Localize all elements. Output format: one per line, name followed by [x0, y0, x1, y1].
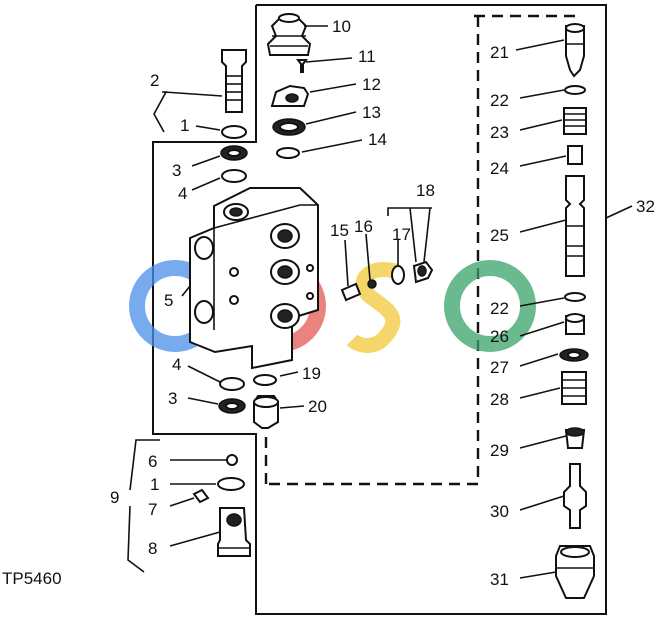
- spring-part-23: [563, 107, 587, 135]
- oring-part-22-upper: [564, 85, 586, 95]
- assembly-boundary: [152, 4, 607, 615]
- callout-16: 16: [354, 217, 373, 236]
- callout-11: 11: [358, 47, 376, 66]
- callout-5: 5: [164, 291, 173, 310]
- callout-19: 19: [302, 364, 321, 383]
- oring-part-19: [253, 374, 277, 386]
- watermark-letter-s: [346, 262, 401, 353]
- poppet-part-21: [565, 25, 585, 78]
- left-parts: [218, 49, 248, 414]
- callout-24: 24: [490, 159, 509, 178]
- plug-part-2: [221, 49, 247, 113]
- callout-25: 25: [490, 226, 509, 245]
- callout-29: 29: [490, 441, 509, 460]
- callout-20: 20: [308, 397, 327, 416]
- callout-12: 12: [362, 75, 381, 94]
- oring-part-1: [221, 125, 247, 139]
- figure-code: TP5460: [2, 569, 62, 588]
- sleeve-part-15: [340, 282, 362, 302]
- callout-1-lower: 1: [150, 475, 159, 494]
- valve-body: [189, 187, 319, 370]
- callout-32: 32: [636, 197, 655, 216]
- callout-28: 28: [490, 390, 509, 409]
- callout-7: 7: [148, 500, 157, 519]
- callout-30: 30: [490, 502, 509, 521]
- nut-part-31: [555, 545, 595, 599]
- oring-part-4-lower: [219, 377, 245, 391]
- callout-2: 2: [150, 71, 159, 90]
- side-parts: [340, 260, 434, 302]
- callout-22-lower: 22: [490, 299, 509, 318]
- callout-14: 14: [368, 130, 387, 149]
- callout-10: 10: [332, 17, 351, 36]
- spring-part-16: [367, 279, 377, 289]
- callout-4-lower: 4: [172, 355, 181, 374]
- callout-1-upper: 1: [180, 116, 189, 135]
- callout-26: 26: [490, 327, 509, 346]
- callout-31: 31: [490, 570, 509, 589]
- oring-part-4-upper: [221, 169, 247, 183]
- screw-part-11: [296, 59, 308, 73]
- callout-22-upper: 22: [490, 91, 509, 110]
- callout-4-upper: 4: [178, 184, 187, 203]
- oring-part-22-lower: [564, 292, 586, 302]
- callout-18: 18: [416, 181, 435, 200]
- watermark-circle-c2: [444, 260, 536, 352]
- top-center-parts: [266, 13, 312, 159]
- oring-part-14: [276, 147, 300, 159]
- callout-15: 15: [330, 221, 349, 240]
- callout-8: 8: [148, 539, 157, 558]
- callout-17: 17: [392, 225, 411, 244]
- pin-part-7: [192, 488, 210, 504]
- leader-lines: [127, 25, 633, 579]
- oring-part-1-lower: [217, 477, 245, 491]
- callout-3-lower: 3: [168, 389, 177, 408]
- ball-part-6: [226, 454, 238, 466]
- oring-part-17: [391, 265, 405, 285]
- callout-21: 21: [490, 43, 509, 62]
- cartridge-parts: [555, 23, 595, 599]
- sleeve-part-24: [567, 145, 583, 165]
- callout-27: 27: [490, 358, 509, 377]
- callout-9: 9: [110, 488, 119, 507]
- callout-13: 13: [362, 103, 381, 122]
- callout-6: 6: [148, 452, 157, 471]
- stem-part-30: [563, 463, 587, 529]
- callout-3-upper: 3: [172, 161, 181, 180]
- callout-23: 23: [490, 123, 509, 142]
- lower-parts: [192, 374, 279, 557]
- plug-part-8: [217, 507, 251, 557]
- cartridge-dashed-box: [264, 14, 578, 486]
- callout-labels: 10 11 12 13 14 2 1 3 4 5 4 3 19 20 15 16…: [110, 17, 655, 589]
